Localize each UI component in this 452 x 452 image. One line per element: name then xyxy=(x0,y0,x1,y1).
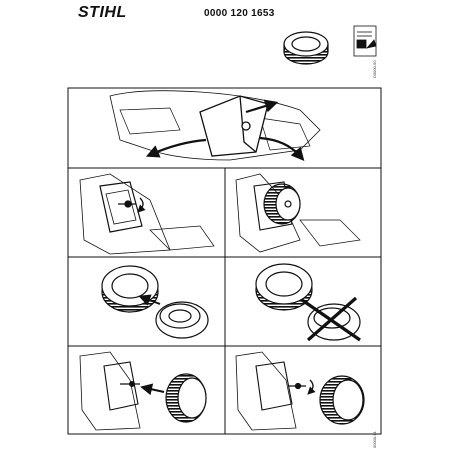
filter-pad-icon xyxy=(155,301,209,339)
panel-clean-filter xyxy=(101,265,209,339)
panel-remove-filter xyxy=(235,173,361,253)
air-filter-icon xyxy=(255,263,313,311)
panel-refit-filter xyxy=(79,351,207,431)
air-filter-icon xyxy=(101,265,159,313)
screw-nut-icon xyxy=(288,379,316,395)
filter-product-icon xyxy=(283,31,329,65)
brand-logo: STIHL xyxy=(78,4,127,21)
panel-remove-cover xyxy=(109,90,321,161)
panel-unscrew-filter xyxy=(79,173,215,255)
panel-do-not-wash xyxy=(255,263,361,342)
manual-book-icon xyxy=(353,25,377,57)
air-filter-icon xyxy=(319,375,365,425)
cover-part xyxy=(199,95,269,157)
crossed-out-icon xyxy=(301,296,361,342)
air-filter-icon xyxy=(263,183,301,225)
part-number: 0000 120 1653 xyxy=(204,8,275,19)
cover-removal-arrows-icon xyxy=(145,99,305,161)
air-filter-icon xyxy=(165,373,207,423)
panel-tighten-nut xyxy=(235,351,365,431)
panel-frame xyxy=(67,87,382,435)
screw-nut-icon xyxy=(118,197,146,213)
